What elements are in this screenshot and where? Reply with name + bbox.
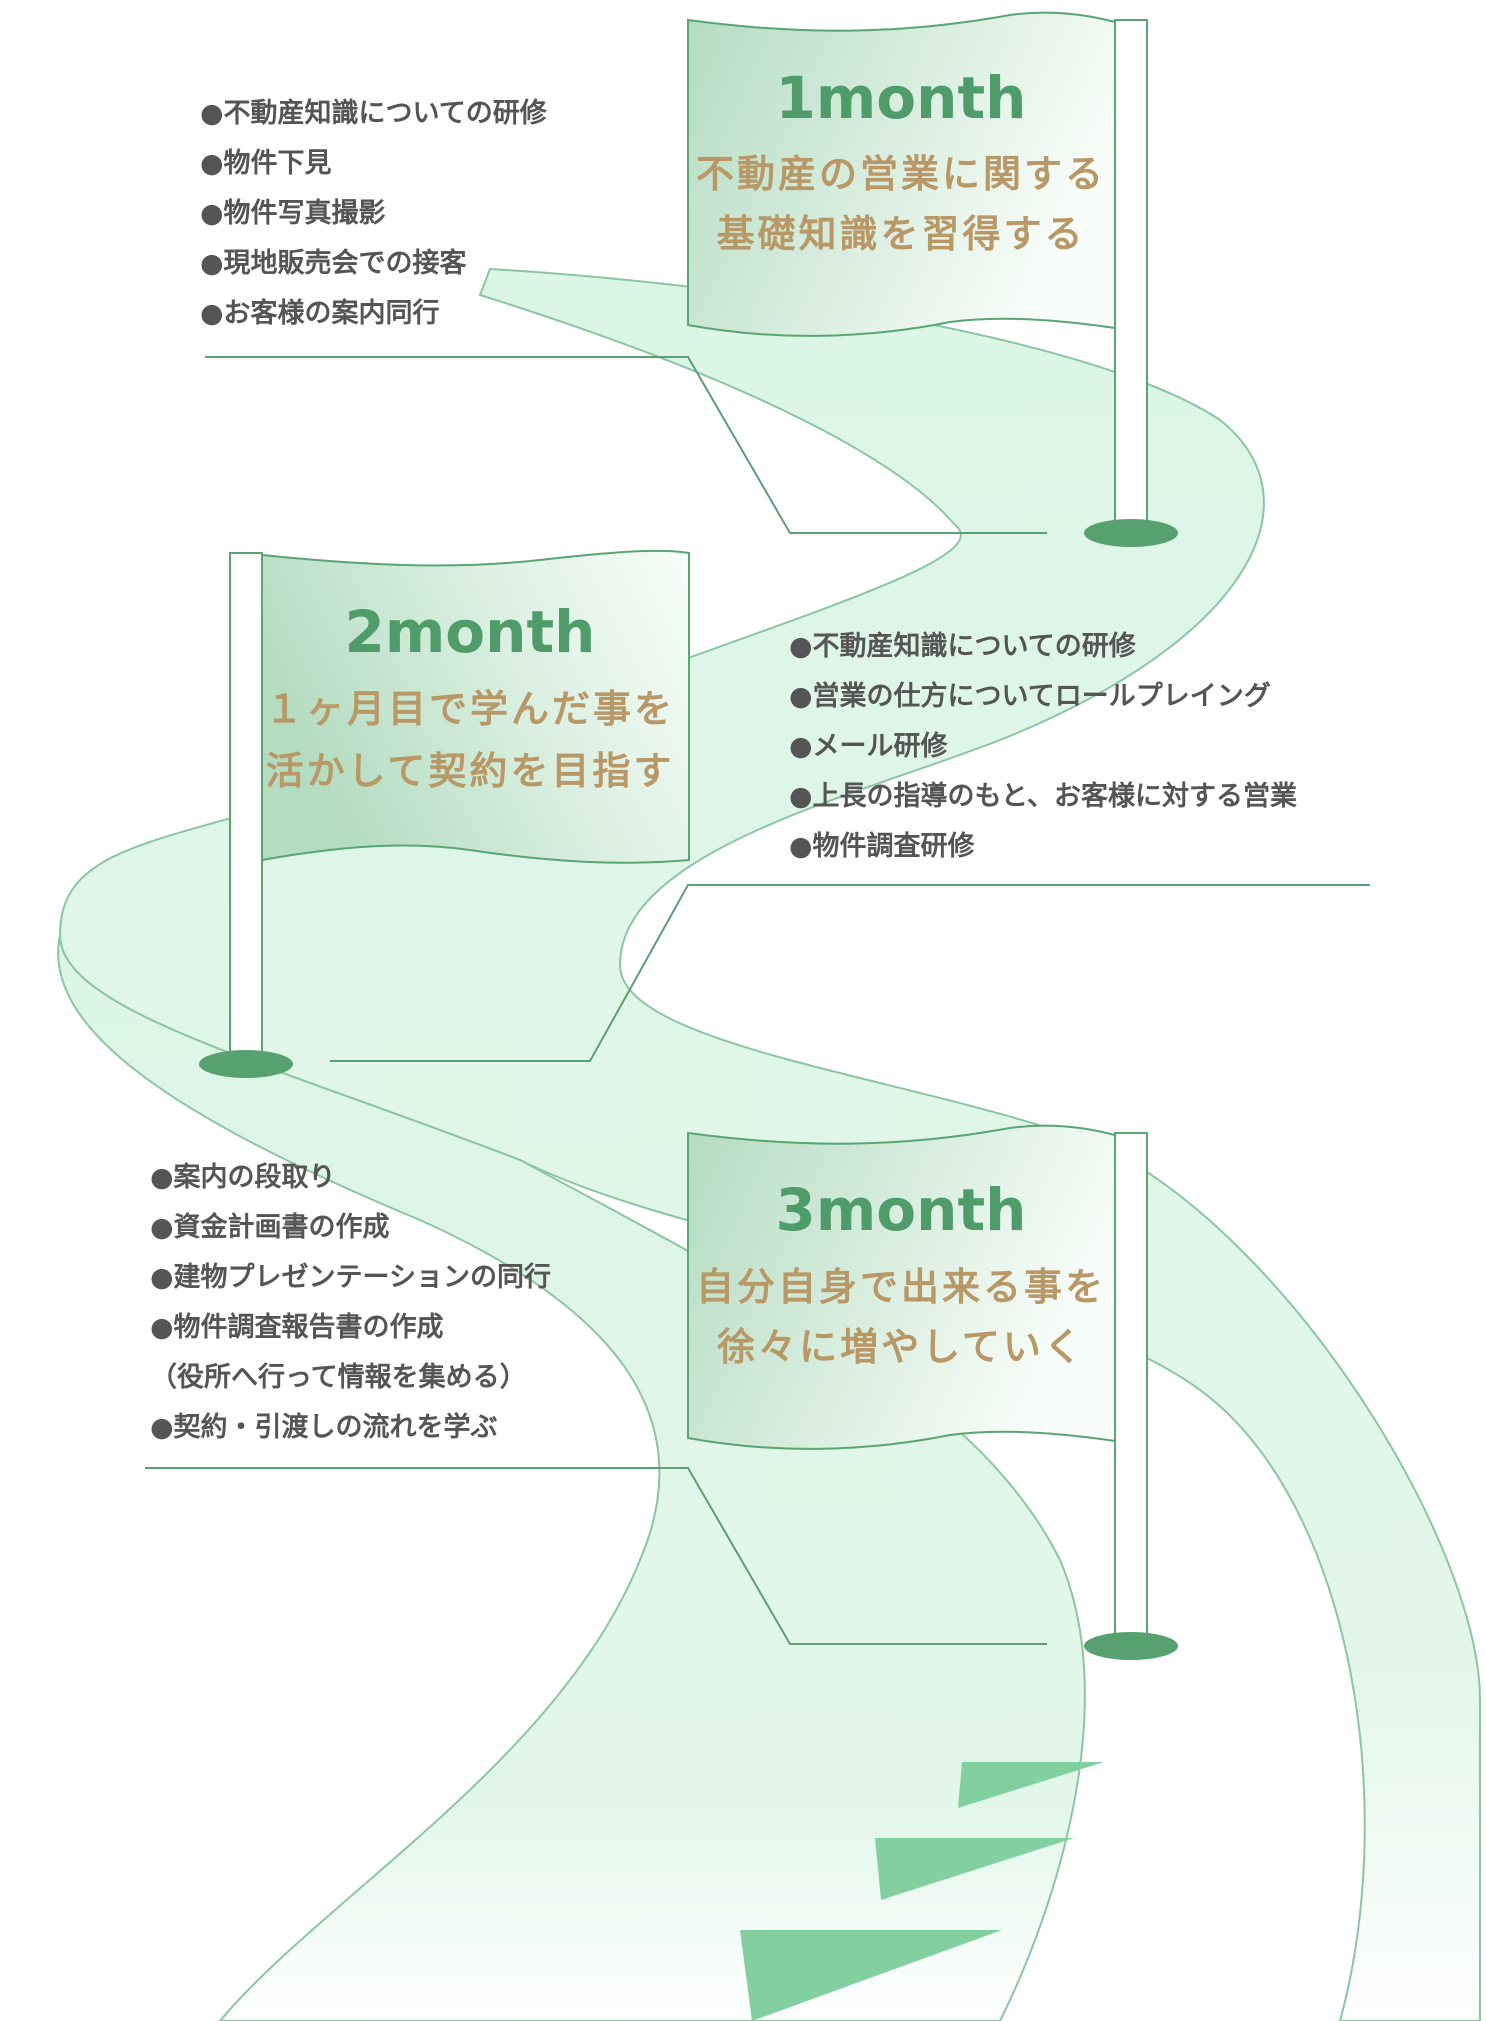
list-item: ●不動産知識についての研修 xyxy=(200,98,547,129)
list-item: ●物件調査報告書の作成 xyxy=(150,1312,444,1343)
flag-1month-base xyxy=(1084,519,1178,547)
flag-2month-goal-line2: 活かして契約を目指す xyxy=(266,749,675,793)
flag-2month-base xyxy=(199,1050,293,1078)
flag-1month: 1month 不動産の営業に関する 基礎知識を習得する xyxy=(687,11,1178,547)
arrow-1 xyxy=(958,1762,1104,1808)
list-item: ●現地販売会での接客 xyxy=(200,248,467,279)
flag-3month-title: 3month xyxy=(776,1176,1027,1244)
arrow-3 xyxy=(740,1930,1002,2021)
flag-2month-cloth xyxy=(261,549,690,864)
flag-1month-goal-line1: 不動産の営業に関する xyxy=(696,152,1106,196)
list-item: ●建物プレゼンテーションの同行 xyxy=(150,1262,552,1293)
list-item: ●物件調査研修 xyxy=(789,831,975,862)
list-item: ●物件下見 xyxy=(200,148,332,179)
list-item: ●案内の段取り xyxy=(150,1162,336,1193)
flag-3month-goal-line2: 徐々に増やしていく xyxy=(716,1325,1085,1369)
list-item: （役所へ行って情報を集める） xyxy=(150,1362,527,1393)
list-item: ●お客様の案内同行 xyxy=(200,298,440,329)
list-item: ●物件写真撮影 xyxy=(200,198,386,229)
list-item: ●営業の仕方についてロールプレイング xyxy=(789,681,1271,712)
flag-1month-title: 1month xyxy=(776,64,1027,132)
leader-line-2month xyxy=(330,884,1370,1062)
flag-1month-pole xyxy=(1114,19,1148,529)
checklist-1month: ●不動産知識についての研修 ●物件下見 ●物件写真撮影 ●現地販売会での接客 ●… xyxy=(200,89,547,339)
leader-line-1month xyxy=(205,356,1047,534)
flag-2month-title: 2month xyxy=(345,598,596,666)
flag-2month-pole xyxy=(229,552,263,1059)
list-item: ●不動産知識についての研修 xyxy=(789,631,1136,662)
flag-1month-goal-line2: 基礎知識を習得する xyxy=(716,212,1085,256)
list-item: ●資金計画書の作成 xyxy=(150,1212,390,1243)
flag-3month-goal-line1: 自分自身で出来る事を xyxy=(696,1265,1106,1309)
flag-3month-pole xyxy=(1114,1132,1148,1642)
list-item: ●契約・引渡しの流れを学ぶ xyxy=(150,1412,498,1443)
checklist-3month: ●案内の段取り ●資金計画書の作成 ●建物プレゼンテーションの同行 ●物件調査報… xyxy=(150,1153,551,1453)
flag-3month: 3month 自分自身で出来る事を 徐々に増やしていく xyxy=(687,1124,1178,1660)
arrow-2 xyxy=(875,1838,1074,1900)
list-item: ●メール研修 xyxy=(789,731,948,762)
checklist-2month: ●不動産知識についての研修 ●営業の仕方についてロールプレイング ●メール研修 … xyxy=(789,622,1297,872)
leader-line-3month xyxy=(145,1467,1047,1645)
flag-2month: 2month １ヶ月目で学んだ事を 活かして契約を目指す xyxy=(199,549,690,1078)
list-item: ●上長の指導のもと、お客様に対する営業 xyxy=(789,781,1297,812)
flag-3month-base xyxy=(1084,1632,1178,1660)
flag-2month-goal-line1: １ヶ月目で学んだ事を xyxy=(265,687,675,731)
